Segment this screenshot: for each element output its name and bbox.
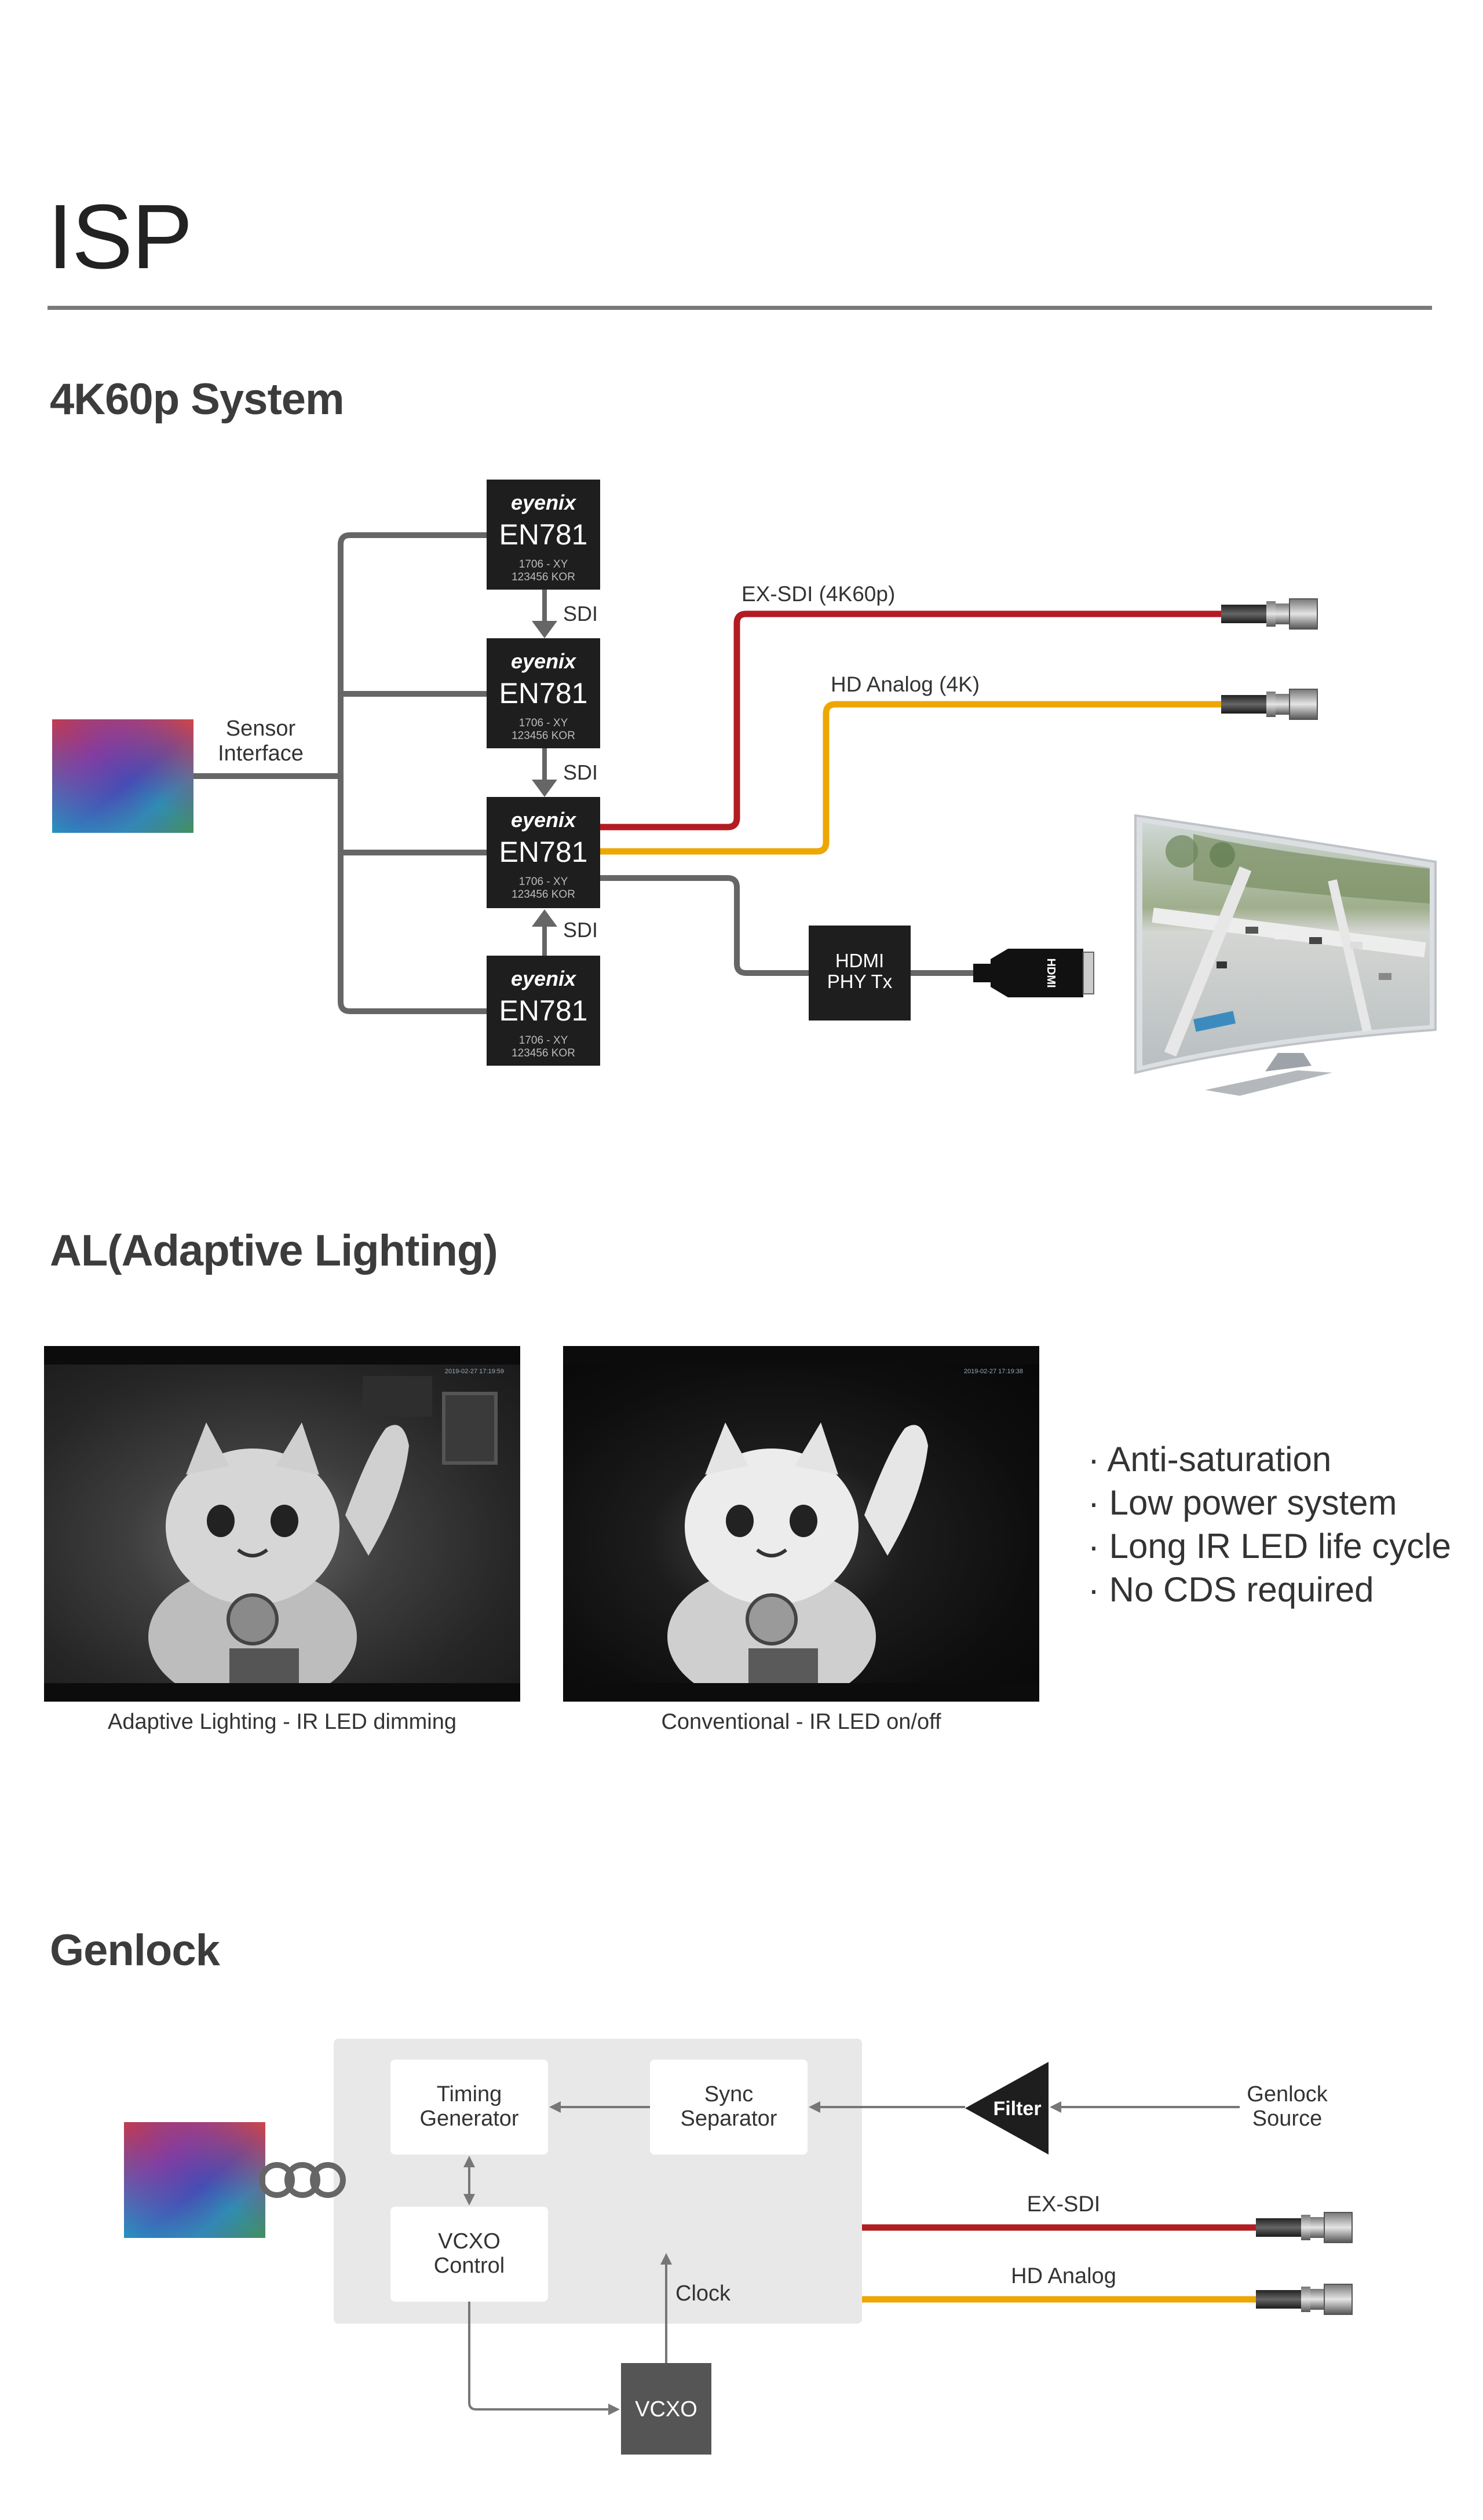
caption-conventional: Conventional - IR LED on/off (661, 1710, 941, 1734)
benefit-item: · Anti-saturation (1088, 1440, 1332, 1479)
sdi-arrow-2 (532, 748, 557, 797)
bnc-connector-exsdi-icon (1221, 598, 1318, 630)
photo2-timestamp: 2019-02-27 17:19:38 (963, 1368, 1023, 1375)
hdmi-phy-tx-block: HDMI PHY Tx (809, 926, 911, 1021)
exsdi-4k60p-line (600, 610, 1222, 831)
chip-code: 1706 - XY (519, 558, 568, 570)
sensor-interface-label-line1: Sensor (226, 716, 296, 741)
lucky-cat-figure-dimming (148, 1376, 498, 1702)
image-sensor-icon (52, 719, 193, 833)
chip-code: 1706 - XY (519, 876, 568, 888)
lucky-cat-figure-onoff (667, 1422, 928, 1702)
page-title: ISP (48, 186, 193, 288)
chip-model: EN781 (499, 677, 588, 709)
photo1-timestamp: 2019-02-27 17:19:59 (444, 1368, 504, 1375)
hdanalog-4k-label: HD Analog (4K) (831, 672, 980, 696)
chip-code: 123456 KOR (512, 571, 575, 583)
chip-code: 1706 - XY (519, 1034, 568, 1047)
sensor-interface-bus (193, 532, 487, 1014)
sdi-arrow-1 (532, 590, 557, 638)
sensor-interface-label-line2: Interface (218, 741, 304, 766)
chip-brand: eyenix (511, 649, 577, 673)
hdmi-block-label-line2: PHY Tx (827, 971, 893, 992)
adaptive-lighting-benefits-list: · Anti-saturation · Low power system · L… (1088, 1438, 1451, 1611)
bnc-connector-hdanalog-icon (1221, 689, 1318, 720)
benefit-item: · Long IR LED life cycle (1088, 1527, 1451, 1566)
en781-chip-3: eyenix EN781 1706 - XY 123456 KOR (487, 797, 600, 908)
hdmi-signal-line (600, 875, 810, 976)
hdmi-plug-icon: HDMI (973, 949, 1094, 997)
hdmi-block-label-line1: HDMI (835, 950, 884, 971)
benefit-item: · No CDS required (1088, 1570, 1374, 1609)
chip-model: EN781 (499, 994, 588, 1027)
caption-adaptive-lighting: Adaptive Lighting - IR LED dimming (108, 1710, 456, 1734)
section-title-genlock: Genlock (50, 1926, 220, 1975)
chip-code: 123456 KOR (512, 1047, 575, 1059)
sdi-label-1: SDI (563, 602, 598, 626)
photo-conventional: 2019-02-27 17:19:38 (563, 1346, 1039, 1702)
exsdi-4k60p-label: EX-SDI (4K60p) (742, 582, 895, 606)
section-title-4k60p: 4K60p System (50, 375, 345, 424)
sdi-label-2: SDI (563, 760, 598, 784)
chip-code: 123456 KOR (512, 888, 575, 901)
photo-adaptive-lighting: 2019-02-27 17:19:59 (44, 1346, 520, 1702)
chip-brand: eyenix (511, 491, 577, 514)
en781-chip-2: eyenix EN781 1706 - XY 123456 KOR (487, 638, 600, 748)
sdi-arrow-3 (532, 909, 557, 956)
chip-model: EN781 (499, 518, 588, 551)
benefit-item: · Low power system (1088, 1483, 1397, 1522)
chip-code: 123456 KOR (512, 730, 575, 742)
chip-brand: eyenix (511, 808, 577, 832)
en781-chip-1: eyenix EN781 1706 - XY 123456 KOR (487, 480, 600, 590)
hdanalog-4k-line (600, 701, 1222, 855)
sdi-label-3: SDI (563, 918, 598, 942)
title-divider (48, 306, 1432, 310)
chip-code: 1706 - XY (519, 717, 568, 729)
hdmi-plug-text: HDMI (1044, 958, 1057, 987)
chip-model: EN781 (499, 836, 588, 868)
chip-brand: eyenix (511, 967, 577, 990)
curved-tv-display-icon (1134, 814, 1437, 1096)
en781-chip-4: eyenix EN781 1706 - XY 123456 KOR (487, 956, 600, 1066)
section-title-adaptive-lighting: AL(Adaptive Lighting) (50, 1226, 498, 1275)
